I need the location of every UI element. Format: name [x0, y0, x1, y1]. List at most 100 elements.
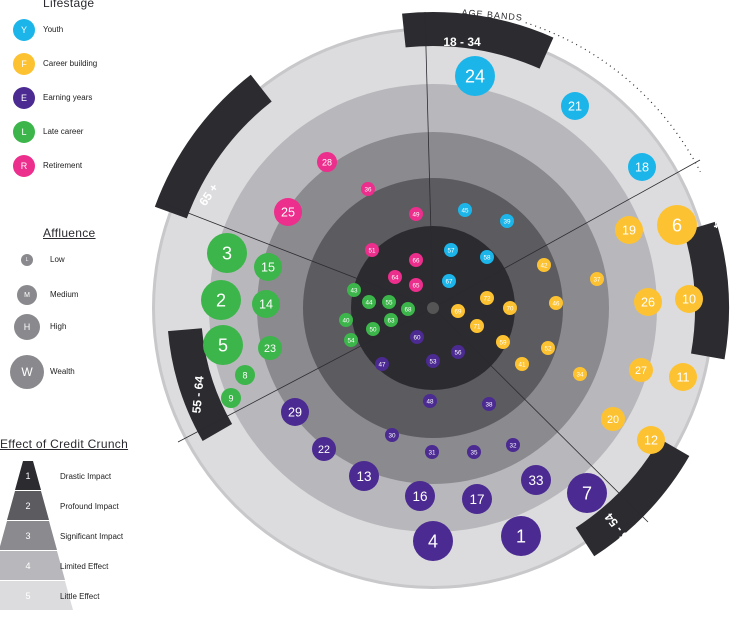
segment-1[interactable]	[501, 516, 541, 556]
segment-22[interactable]	[312, 437, 336, 461]
segment-label: 39	[503, 218, 511, 225]
segment-19[interactable]	[615, 216, 643, 244]
segment-11[interactable]	[669, 363, 697, 391]
segment-label: 27	[635, 365, 647, 377]
segment-72[interactable]	[480, 291, 494, 305]
segment-label: 32	[509, 442, 517, 449]
segment-64[interactable]	[388, 270, 402, 284]
age-band-label: 18 - 34	[443, 35, 481, 49]
segment-13[interactable]	[349, 461, 379, 491]
segment-67[interactable]	[442, 274, 456, 288]
segment-38[interactable]	[482, 397, 496, 411]
segment-label: 48	[426, 398, 434, 405]
segment-30[interactable]	[385, 428, 399, 442]
segment-14[interactable]	[252, 290, 280, 318]
segment-48[interactable]	[423, 394, 437, 408]
segment-17[interactable]	[462, 484, 492, 514]
segment-label: 42	[540, 262, 548, 269]
segment-46[interactable]	[549, 296, 563, 310]
segment-label: 72	[483, 295, 491, 302]
segment-42[interactable]	[537, 258, 551, 272]
lifestage-legend-title: Lifestage	[43, 0, 95, 10]
segment-53[interactable]	[426, 354, 440, 368]
segment-21[interactable]	[561, 92, 589, 120]
segment-16[interactable]	[405, 481, 435, 511]
impact-level-1	[15, 461, 41, 490]
segment-9[interactable]	[221, 388, 241, 408]
segment-23[interactable]	[258, 336, 282, 360]
segment-label: 13	[356, 469, 371, 484]
segment-71[interactable]	[470, 319, 484, 333]
impact-level-code: 3	[25, 531, 30, 541]
impact-level-code: 1	[25, 471, 30, 481]
segment-29[interactable]	[281, 398, 309, 426]
age-bands-dotted-arc	[525, 22, 701, 173]
segment-3[interactable]	[207, 233, 247, 273]
segment-68[interactable]	[401, 302, 415, 316]
lifestage-label: Late career	[43, 127, 84, 136]
segment-31[interactable]	[425, 445, 439, 459]
segment-10[interactable]	[675, 285, 703, 313]
segment-45[interactable]	[458, 203, 472, 217]
segment-20[interactable]	[601, 407, 625, 431]
segment-25[interactable]	[274, 198, 302, 226]
segment-44[interactable]	[362, 295, 376, 309]
segment-66[interactable]	[409, 253, 423, 267]
segment-15[interactable]	[254, 253, 282, 281]
segment-12[interactable]	[637, 426, 665, 454]
segment-2[interactable]	[201, 280, 241, 320]
segment-label: 19	[622, 224, 636, 238]
segment-5[interactable]	[203, 325, 243, 365]
segment-47[interactable]	[375, 357, 389, 371]
segment-57[interactable]	[444, 243, 458, 257]
segment-60[interactable]	[410, 330, 424, 344]
segment-41[interactable]	[515, 357, 529, 371]
segment-63[interactable]	[384, 313, 398, 327]
segment-24[interactable]	[455, 56, 495, 96]
segment-28[interactable]	[317, 152, 337, 172]
segment-35[interactable]	[467, 445, 481, 459]
segment-39[interactable]	[500, 214, 514, 228]
segment-37[interactable]	[590, 272, 604, 286]
segment-54[interactable]	[344, 333, 358, 347]
segment-43[interactable]	[347, 283, 361, 297]
segment-51[interactable]	[365, 243, 379, 257]
segment-label: 34	[576, 371, 584, 378]
segment-32[interactable]	[506, 438, 520, 452]
segment-36[interactable]	[361, 182, 375, 196]
segment-33[interactable]	[521, 465, 551, 495]
segment-label: 16	[412, 489, 427, 504]
segment-40[interactable]	[339, 313, 353, 327]
segment-label: 17	[469, 492, 484, 507]
lifestage-dot-y: Y	[13, 19, 35, 41]
segment-label: 5	[218, 336, 228, 356]
segment-label: 3	[222, 244, 232, 264]
segment-4[interactable]	[413, 521, 453, 561]
segment-label: 53	[429, 358, 437, 365]
age-band-divider	[432, 307, 649, 523]
segment-18[interactable]	[628, 153, 656, 181]
segment-59[interactable]	[496, 335, 510, 349]
segment-label: 15	[261, 261, 275, 275]
segment-65[interactable]	[409, 278, 423, 292]
segment-7[interactable]	[567, 473, 607, 513]
segment-70[interactable]	[503, 301, 517, 315]
affluence-dot-medium: M	[17, 285, 37, 305]
segment-8[interactable]	[235, 365, 255, 385]
segment-49[interactable]	[409, 207, 423, 221]
affluence-legend-title: Affluence	[43, 226, 96, 240]
segment-26[interactable]	[634, 288, 662, 316]
segment-69[interactable]	[451, 304, 465, 318]
segment-50[interactable]	[366, 322, 380, 336]
segment-34[interactable]	[573, 367, 587, 381]
segment-56[interactable]	[451, 345, 465, 359]
segment-label: 71	[473, 323, 481, 330]
segment-6[interactable]	[657, 205, 697, 245]
segment-52[interactable]	[541, 341, 555, 355]
segment-55[interactable]	[382, 295, 396, 309]
segment-label: 8	[242, 370, 247, 380]
segment-27[interactable]	[629, 358, 653, 382]
segment-label: 20	[607, 414, 619, 426]
segment-58[interactable]	[480, 250, 494, 264]
segment-label: 58	[483, 254, 491, 261]
